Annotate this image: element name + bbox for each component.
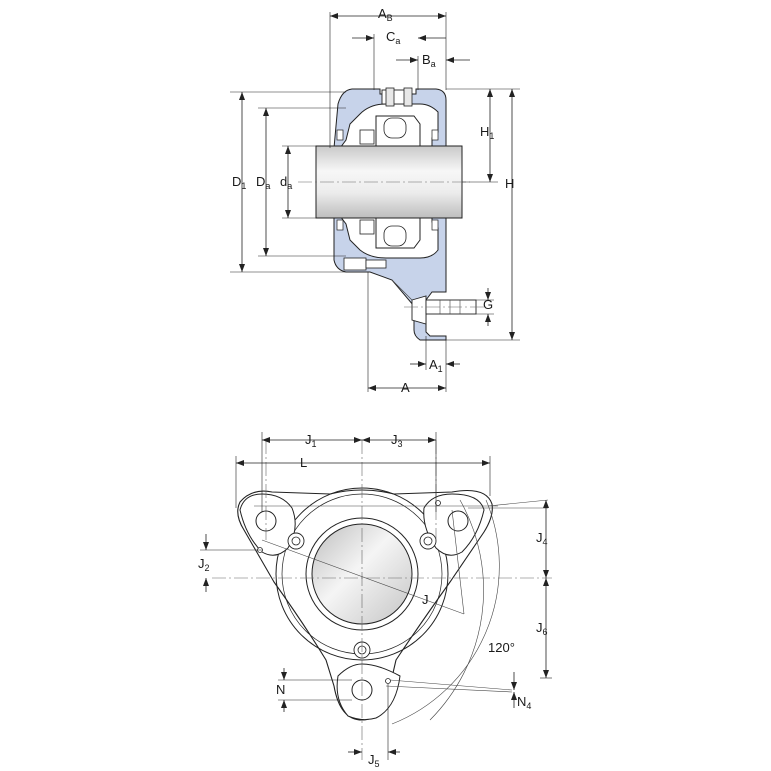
label-C_a: Ca: [386, 29, 400, 46]
bolt-head: [411, 295, 427, 325]
grease-nipple: [343, 257, 367, 271]
label-J_2: J2: [198, 556, 210, 573]
label-d_a: da: [280, 174, 292, 191]
label-N_4: N4: [517, 694, 531, 711]
section-dimensions: [230, 12, 520, 392]
seal-lip-right-lower: [431, 219, 439, 231]
label-D_1: D1: [232, 174, 246, 191]
grease-nipple-cap: [365, 259, 387, 269]
fastener-boss-left-inner: [291, 536, 301, 546]
label-N: N: [276, 682, 285, 697]
bearing-ball-upper: [383, 117, 407, 139]
label-H: H: [505, 176, 514, 191]
label-A: A: [401, 380, 410, 395]
label-G: G: [483, 297, 493, 312]
grease-point-right: [435, 500, 441, 506]
label-J_5: J5: [368, 752, 380, 769]
seal-lip-right-upper: [431, 129, 439, 141]
label-L: L: [300, 455, 307, 470]
bearing-ball-lower: [383, 225, 407, 247]
dimension-labels: AB Ca Ba H1 H D1 Da da G A1 A J1 J3 L J4…: [198, 6, 548, 769]
bolt-hole-right: [447, 510, 469, 532]
label-J_1: J1: [305, 432, 317, 449]
plan-view: [212, 440, 552, 760]
label-J_6: J6: [536, 620, 548, 637]
section-view: [298, 87, 486, 341]
seal-upper: [359, 129, 375, 145]
fastener-boss-right-inner: [423, 536, 433, 546]
label-D_a: Da: [256, 174, 270, 191]
label-A_1: A1: [429, 357, 443, 374]
seal-lip-left-upper: [336, 129, 344, 141]
seal-lip-left-lower: [336, 219, 344, 231]
label-B_a: Ba: [422, 52, 436, 69]
set-screw: [385, 87, 395, 107]
label-J: J: [422, 592, 429, 607]
label-A_B: AB: [378, 6, 393, 23]
label-J_4: J4: [536, 530, 548, 547]
label-J_3: J3: [391, 432, 403, 449]
grease-point-bottom: [385, 678, 391, 684]
seal-lower: [359, 219, 375, 235]
plan-dimensions: [200, 432, 552, 760]
label-H_1: H1: [480, 124, 494, 141]
set-screw-2: [403, 87, 413, 107]
label-angle-120: 120°: [488, 640, 515, 655]
